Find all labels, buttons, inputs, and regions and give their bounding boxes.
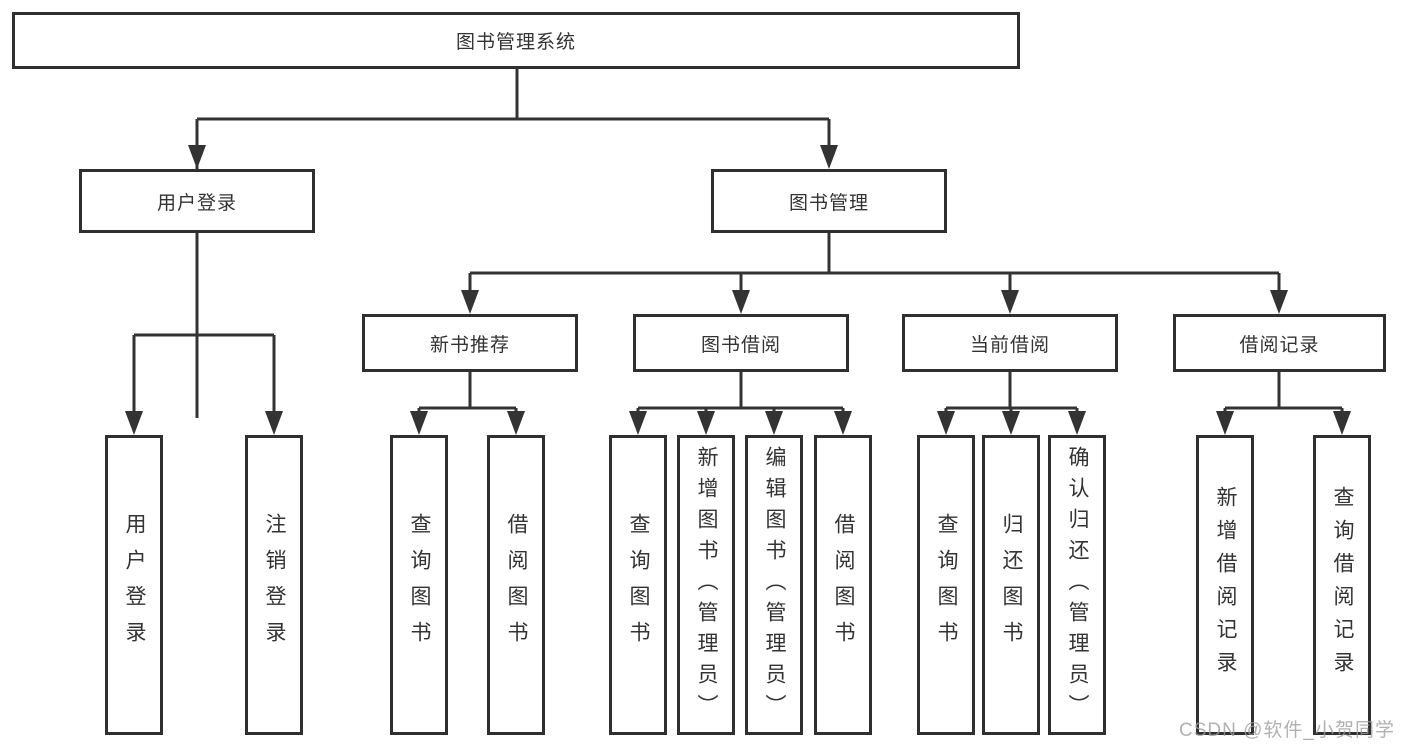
leaf-query-books-recommend: 查询图书 (390, 435, 448, 735)
leaf-label: 编辑图书（管理员） (763, 445, 786, 725)
csdn-watermark: CSDN @软件_小贺同学 (1179, 720, 1395, 741)
leaf-label: 新增借阅记录 (1214, 486, 1237, 684)
node-label: 图书管理系统 (455, 32, 576, 53)
leaf-add-borrow-record: 新增借阅记录 (1196, 435, 1254, 735)
connector-book-management-to-level3 (468, 233, 1281, 295)
leaf-label: 借阅图书 (505, 513, 528, 657)
leaf-label: 查询图书 (408, 513, 431, 657)
leaf-confirm-return-admin: 确认归还（管理员） (1048, 435, 1106, 735)
node-label: 用户登录 (156, 192, 237, 214)
connector-book-borrow-to-leaves (636, 372, 845, 416)
leaf-label: 归还图书 (1000, 513, 1023, 657)
node-borrow-record: 借阅记录 (1173, 314, 1386, 372)
connector-borrow-record-to-leaves (1223, 372, 1344, 416)
leaf-label: 注销登录 (263, 513, 286, 657)
node-library-management-system: 图书管理系统 (12, 12, 1020, 69)
leaf-user-login: 用户登录 (105, 435, 163, 735)
node-label: 图书管理 (788, 192, 869, 214)
leaf-return-books: 归还图书 (982, 435, 1040, 735)
leaf-label: 借阅图书 (832, 513, 855, 657)
node-label: 新书推荐 (429, 334, 510, 356)
node-label: 图书借阅 (700, 334, 781, 356)
node-label: 当前借阅 (969, 334, 1050, 356)
leaf-borrow-books: 借阅图书 (814, 435, 872, 735)
leaf-add-books-admin: 新增图书（管理员） (677, 435, 735, 735)
node-new-book-recommend: 新书推荐 (362, 314, 578, 372)
connector-new-book-recommend-to-leaves (417, 372, 518, 416)
connector-current-borrow-to-leaves (944, 372, 1079, 416)
leaf-label: 查询借阅记录 (1331, 486, 1354, 684)
leaf-borrow-books-recommend: 借阅图书 (487, 435, 545, 735)
leaf-label: 用户登录 (123, 513, 146, 657)
leaf-query-books-current: 查询图书 (917, 435, 975, 735)
leaf-label: 确认归还（管理员） (1066, 445, 1089, 725)
node-current-borrow: 当前借阅 (902, 314, 1118, 372)
leaf-edit-books-admin: 编辑图书（管理员） (745, 435, 803, 735)
node-label: 借阅记录 (1239, 334, 1320, 356)
leaf-label: 查询图书 (627, 513, 650, 657)
node-user-login: 用户登录 (79, 169, 315, 233)
leaf-query-borrow-record: 查询借阅记录 (1313, 435, 1371, 735)
leaf-query-books-borrow: 查询图书 (609, 435, 667, 735)
leaf-label: 新增图书（管理员） (695, 445, 718, 725)
leaf-label: 查询图书 (935, 513, 958, 657)
leaf-logout: 注销登录 (245, 435, 303, 735)
node-book-management: 图书管理 (711, 169, 947, 233)
node-book-borrow: 图书借阅 (633, 314, 849, 372)
connector-user-login-to-leaves (132, 233, 276, 416)
